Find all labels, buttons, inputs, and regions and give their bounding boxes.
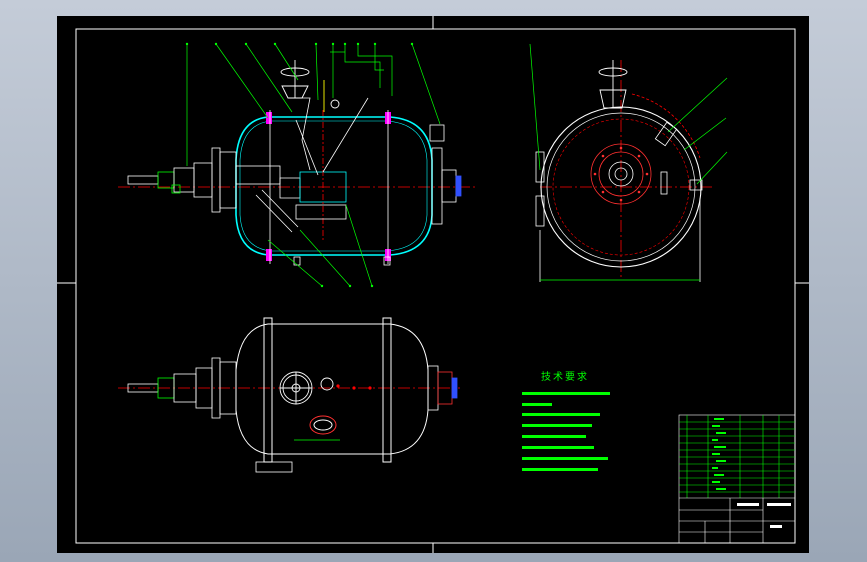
side-view: [529, 43, 728, 282]
vessel-shell-section: [235, 116, 433, 256]
top-nozzle-dots: [336, 384, 372, 390]
technical-requirements-title: 技术要求: [541, 372, 589, 383]
drawing-sheet: [57, 16, 809, 553]
top-manhole: [309, 415, 337, 435]
top-view: [118, 317, 460, 473]
top-right-nozzle: [255, 365, 458, 473]
shell-flanges: [266, 112, 391, 261]
front-balloon-markers: [185, 42, 414, 288]
top-left-nozzle: [127, 357, 237, 419]
front-section-view: [118, 42, 478, 288]
side-handwheel: [598, 60, 628, 109]
title-block-marks: [712, 418, 726, 490]
internal-mixer: [255, 97, 369, 240]
right-nozzle: [429, 124, 462, 225]
top-shell: [235, 317, 429, 463]
left-nozzle-assembly: [127, 147, 281, 213]
top-handwheel: [279, 371, 334, 405]
technical-requirements-lines: [522, 392, 610, 471]
side-flange-bolts: [593, 146, 649, 202]
front-handwheel: [280, 60, 340, 112]
side-manhole: [631, 93, 701, 159]
side-shell: [540, 106, 702, 268]
drawing-frame: [57, 16, 809, 553]
front-leader-lines: [186, 43, 441, 287]
side-flange: [590, 143, 652, 205]
title-block: [678, 414, 796, 544]
side-leader-lines: [529, 43, 728, 281]
